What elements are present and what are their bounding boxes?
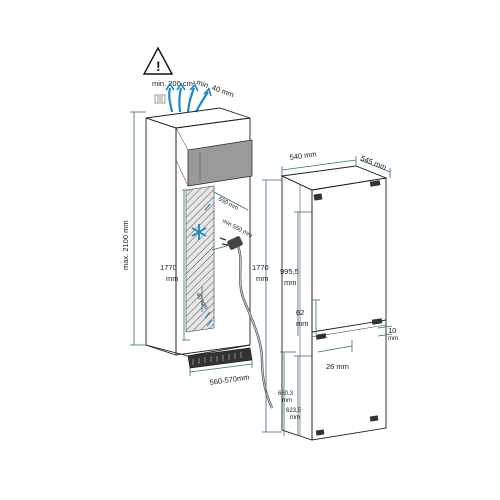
max-height-label: max. 2100 mm: [121, 220, 130, 270]
appliance-body: [280, 165, 388, 441]
width-label: 540 mm: [289, 149, 317, 162]
appliance-dimension-lines: [262, 156, 393, 436]
lower-623-value: 623,5: [286, 408, 302, 414]
lower-623-unit: mm: [290, 415, 300, 421]
niche-height-value: 1770: [160, 263, 177, 272]
vent-grille-icon: [154, 94, 166, 104]
niche-height-unit: mm: [166, 274, 179, 283]
bracket-10-value: 10: [388, 326, 396, 335]
vent-area-label: min. 200 cm²: [152, 79, 196, 88]
airflow-arrows-icon: [165, 82, 212, 113]
niche-dimension-lines: [130, 111, 253, 376]
bracket-10-unit: mm: [388, 336, 398, 342]
top-gap-label: min. 40 mm: [195, 77, 235, 99]
gap-62-unit: mm: [296, 319, 309, 328]
lower-660-value: 660,3: [278, 391, 294, 397]
gap-62-value: 62: [296, 308, 304, 317]
diag-depth2-label: min 550 mm: [221, 218, 253, 239]
niche-width-label: 560-570mm: [209, 372, 250, 386]
airflow-arrows-icon: [204, 203, 213, 327]
upper-door-value: 995,5: [280, 267, 299, 276]
appliance-height-unit: mm: [256, 274, 269, 283]
appliance-height-value: 1770: [252, 263, 269, 272]
power-plug-icon: [219, 236, 274, 409]
diag-depth-label: 550 mm: [217, 196, 239, 211]
snowflake-icon: [191, 224, 207, 240]
cabinet-niche: [145, 107, 253, 369]
warning-triangle-icon: !: [142, 46, 174, 75]
lower-660-unit: mm: [282, 398, 292, 404]
svg-text:!: !: [156, 58, 161, 74]
offset-26-label: 26 mm: [326, 362, 349, 371]
upper-door-unit: mm: [284, 278, 297, 287]
